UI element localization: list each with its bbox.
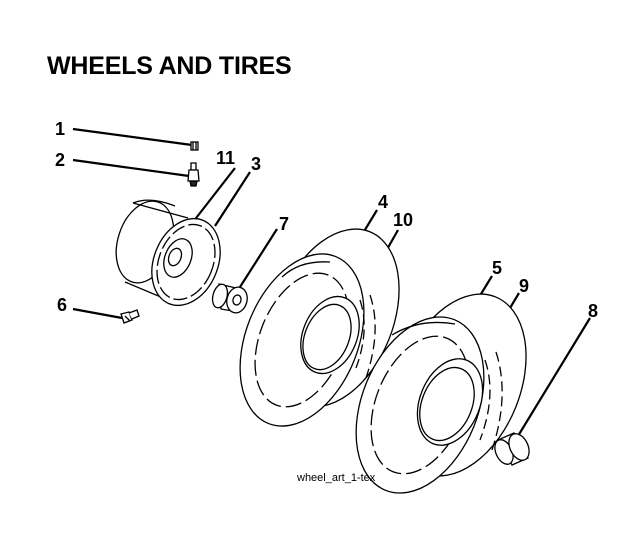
callout-11: 11 [216,148,236,168]
wheel-rim-part [115,199,221,307]
callout-9: 9 [519,276,530,296]
callout-3: 3 [251,154,262,174]
callout-10: 10 [393,210,414,230]
bolt-part [120,309,140,324]
rear-tire-part [355,293,527,494]
art-caption: wheel_art_1-tex [297,472,376,484]
callout-2: 2 [55,150,66,170]
callout-6: 6 [57,295,68,315]
spacer-part [211,283,248,314]
hub-cap-part [494,432,530,466]
callout-5: 5 [492,258,503,278]
callout-1: 1 [55,119,66,139]
callout-4: 4 [378,192,389,212]
callout-8: 8 [588,301,599,321]
valve-cap-part [190,141,199,151]
front-tire-part [239,228,400,427]
valve-stem-part [187,162,200,187]
callout-7: 7 [279,214,290,234]
page-title: WHEELS AND TIRES [47,52,292,80]
